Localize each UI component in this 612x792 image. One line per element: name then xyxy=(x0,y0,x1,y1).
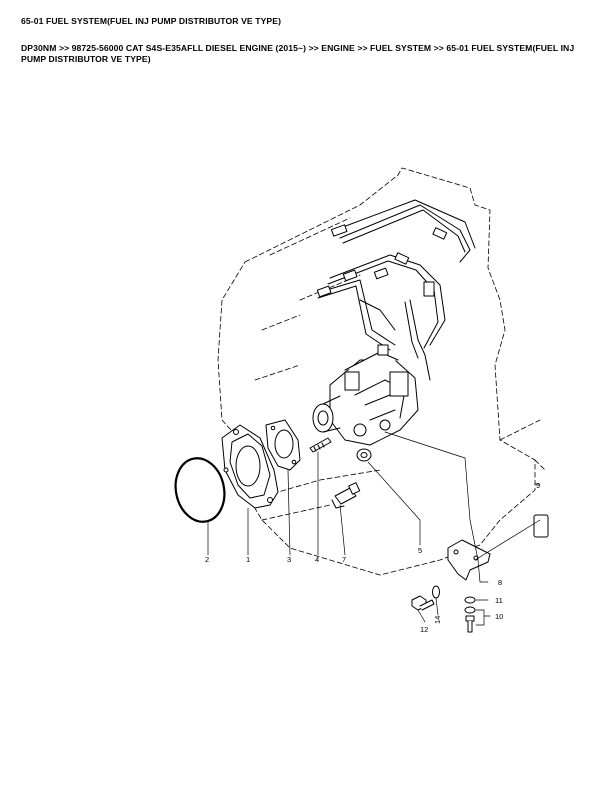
o-ring xyxy=(174,457,226,523)
callout-14: 14 xyxy=(433,616,442,624)
plug-nut xyxy=(356,448,372,462)
callout-9: 9 xyxy=(536,481,540,490)
leader-lines xyxy=(207,431,541,626)
callout-1: 1 xyxy=(246,555,250,564)
callout-10: 10 xyxy=(495,612,503,621)
callout-3: 3 xyxy=(287,555,291,564)
callout-8: 8 xyxy=(498,578,502,587)
bracket-bolt xyxy=(464,606,476,633)
banjo-bolt xyxy=(331,482,361,509)
stud xyxy=(309,437,332,453)
injection-pipes xyxy=(317,199,476,381)
washer xyxy=(464,596,476,604)
callout-7: 7 xyxy=(342,555,346,564)
fuel-injection-pump xyxy=(312,344,419,446)
callout-12: 12 xyxy=(420,625,428,634)
callout-2: 2 xyxy=(205,555,209,564)
page-title: 65-01 FUEL SYSTEM(FUEL INJ PUMP DISTRIBU… xyxy=(21,16,282,26)
gasket xyxy=(265,419,301,471)
pump-mounting-flange xyxy=(221,424,279,509)
callout-4: 4 xyxy=(315,555,319,564)
nozzle-holders xyxy=(316,224,448,298)
pump-bracket xyxy=(447,514,549,581)
breadcrumb: DP30NM >> 98725-56000 CAT S4S-E35AFLL DI… xyxy=(21,43,575,64)
callout-5: 5 xyxy=(418,546,422,555)
engine-block-outline xyxy=(217,167,546,576)
callout-11: 11 xyxy=(495,596,503,605)
flange-bolt xyxy=(411,595,435,611)
lock-washer xyxy=(432,585,440,599)
